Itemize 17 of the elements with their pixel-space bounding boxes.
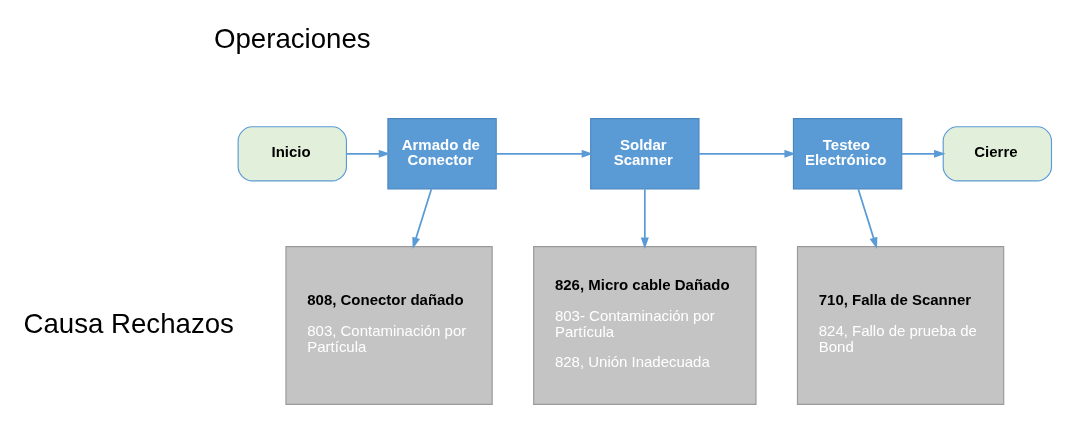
- label: Operaciones: [213, 21, 371, 53]
- node-box: Cierre: [942, 125, 1053, 181]
- arrow: [640, 187, 649, 249]
- arrow: [698, 149, 796, 158]
- node-box: Inicio: [237, 125, 347, 181]
- label: Causa Rechazos: [23, 307, 234, 339]
- node-box: 808, Conector dañado 803, Contaminación por Partícula: [285, 245, 493, 405]
- node-box: Armado de Conector: [387, 117, 497, 190]
- arrow: [495, 149, 594, 158]
- arrow: [901, 149, 946, 158]
- node-box: 710, Falla de Scanner 824, Fallo de prueba de Bond: [796, 245, 1005, 405]
- arrow: [345, 149, 391, 158]
- arrow: [857, 187, 878, 249]
- node-box: 826, Micro cable Dañado 803- Contaminación por Partícula 828, Unión Inadecuada: [533, 245, 757, 405]
- node-box: Soldar Scanner: [590, 117, 700, 190]
- node-box: Testeo Electrónico: [792, 117, 903, 190]
- arrow: [412, 187, 433, 249]
